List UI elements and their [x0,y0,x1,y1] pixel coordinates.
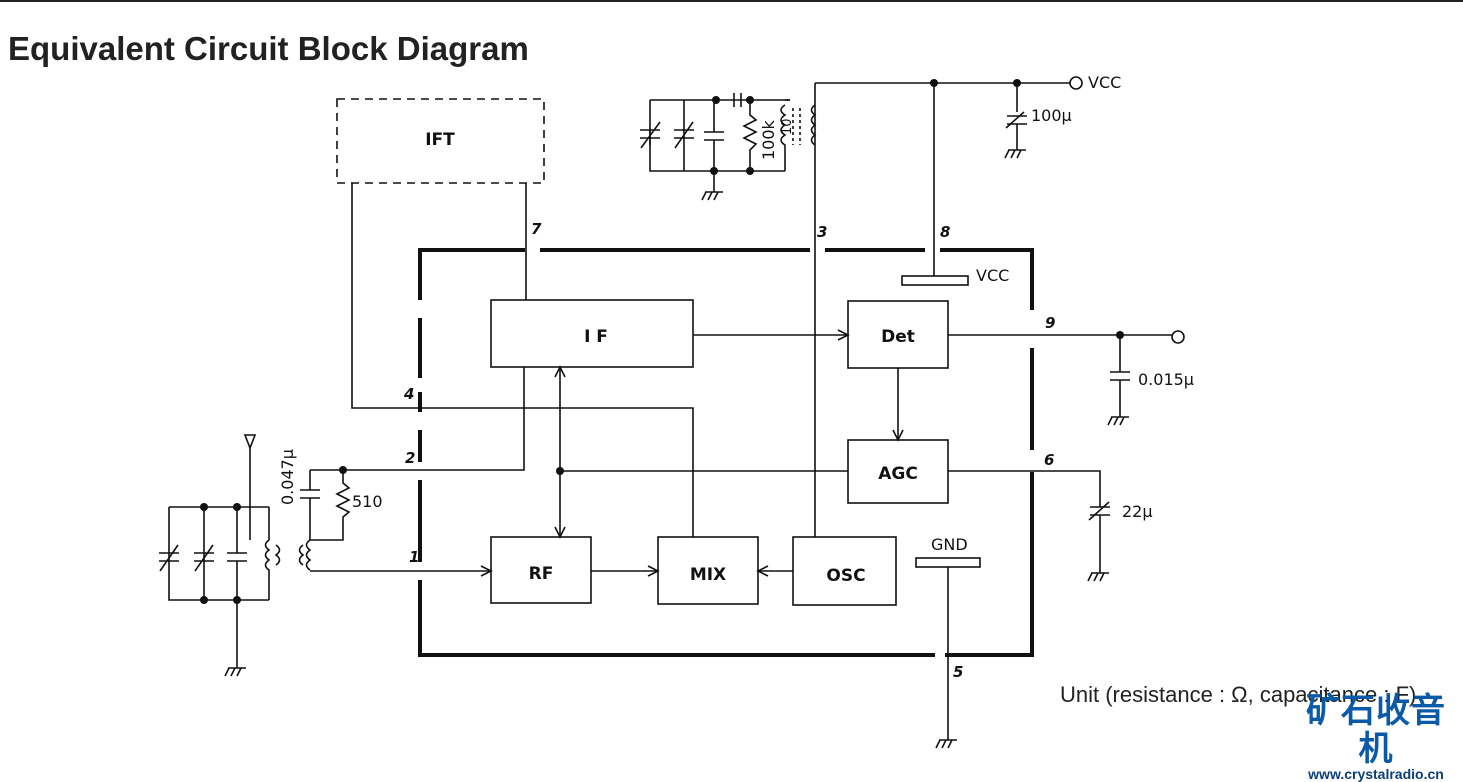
pin-3-label: 3 [817,223,827,241]
gnd-label: GND [931,535,968,554]
pin-4-label: 4 [403,385,414,403]
rf-block [490,536,592,604]
circuit-diagram: IFT I F Det AGC RF MIX OSC 1 2 3 4 5 6 7… [159,73,1194,749]
vcc-inner-label: VCC [976,266,1009,285]
unit-note: Unit (resistance : Ω, capacitance : F) [1060,682,1417,707]
pin-8-label: 8 [940,223,950,241]
watermark: 矿石收音机 www.crystalradio.cn [1296,692,1456,782]
ift-label: IFT [425,130,455,150]
ift-box [336,98,545,184]
if-block [490,299,694,368]
pin-2-label: 2 [405,449,415,467]
vcc-top-label: VCC [1088,73,1121,92]
gnd-bar [915,557,981,568]
pin-1-label: 1 [409,548,419,566]
coil-osc-value: 10 [780,118,795,135]
c-agc-value: 22μ [1122,502,1153,521]
r-in-value: 510 [352,492,383,511]
rf-label: RF [529,564,554,584]
mix-label: MIX [690,565,726,585]
junction-dots [200,79,1124,604]
pin-9-label: 9 [1045,314,1055,332]
watermark-text: 矿石收音机 [1306,691,1446,769]
watermark-url: www.crystalradio.cn [1308,766,1444,782]
vcc-bar [901,275,969,286]
osc-label: OSC [826,566,865,586]
pin-6-label: 6 [1044,451,1054,469]
ic-outline [418,248,1034,657]
page-title: Equivalent Circuit Block Diagram [8,30,529,67]
agc-label: AGC [878,464,918,484]
r-osc-value: 100k [759,119,778,160]
top-rule [0,0,1463,2]
c-out-value: 0.015μ [1138,370,1194,389]
if-label: I F [584,327,608,347]
c-in-value: 0.047μ [278,449,297,505]
det-label: Det [881,327,915,347]
pin-5-label: 5 [953,663,963,681]
pin-7-label: 7 [531,220,542,238]
c-vcc-value: 100μ [1031,106,1072,125]
